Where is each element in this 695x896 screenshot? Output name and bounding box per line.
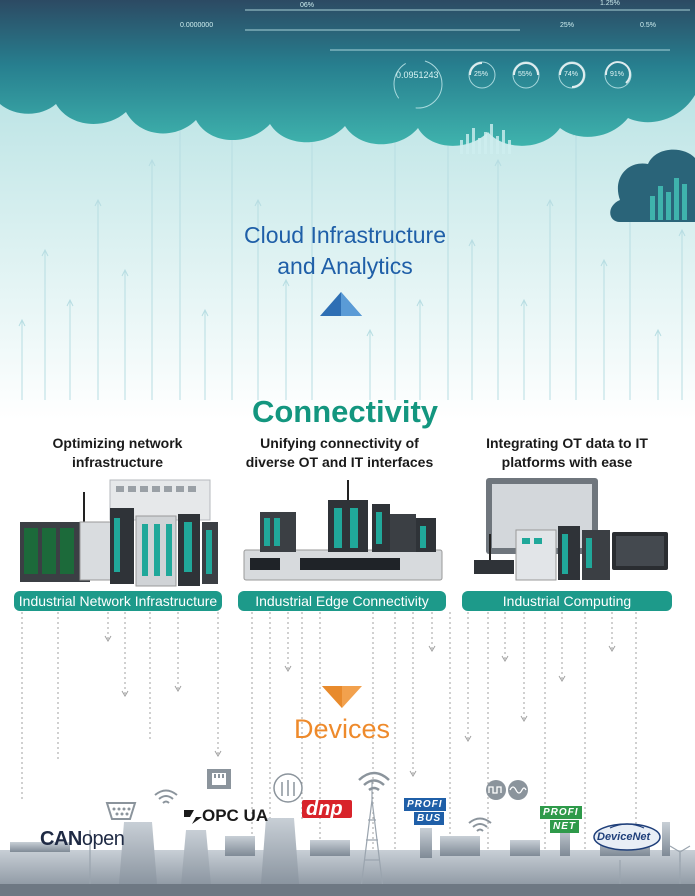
hud-row-label-1: 06% bbox=[300, 2, 315, 9]
profinet-logo: PROFI NET bbox=[536, 806, 596, 836]
wifi-signal-icon bbox=[358, 771, 390, 792]
dnp-logo-text: dnp bbox=[306, 798, 343, 820]
canopen-logo-can: CAN bbox=[40, 828, 82, 850]
cloud-title: Cloud Infrastructure and Analytics bbox=[180, 220, 510, 282]
column-header-network: Optimizing network infrastructure bbox=[20, 434, 215, 472]
category-bar-edge: Industrial Edge Connectivity bbox=[238, 591, 446, 611]
hud-gauge-3: 74% bbox=[564, 71, 579, 78]
ethernet-port-icon bbox=[207, 769, 231, 789]
canopen-logo: CANopen bbox=[40, 828, 125, 851]
connectivity-title: Connectivity bbox=[251, 394, 439, 429]
column-header-computing: Integrating OT data to IT platforms with… bbox=[462, 434, 672, 472]
hud-gauge-4: 91% bbox=[610, 71, 625, 78]
upward-arrows bbox=[18, 40, 686, 400]
cloud-title-line1: Cloud Infrastructure bbox=[244, 222, 446, 248]
devicenet-globe-icon bbox=[593, 823, 661, 851]
column-header-computing-line2: platforms with ease bbox=[501, 454, 633, 470]
profinet-logo-top: PROFI bbox=[540, 806, 582, 819]
devicenet-logo-text: DeviceNet bbox=[597, 831, 651, 843]
wifi-icon bbox=[154, 789, 178, 804]
cloud-shape bbox=[0, 0, 695, 222]
devicenet-logo: DeviceNet bbox=[592, 822, 662, 852]
hud-decoration bbox=[245, 9, 690, 109]
hud-row-label-4: 25% bbox=[560, 22, 575, 29]
profinet-logo-bottom: NET bbox=[550, 820, 579, 833]
opcua-logo-text: OPC UA bbox=[202, 806, 269, 825]
column-header-edge: Unifying connectivity of diverse OT and … bbox=[232, 434, 447, 472]
profibus-logo-bottom: BUS bbox=[414, 812, 445, 825]
devices-title: Devices bbox=[293, 714, 391, 744]
hud-gauge-2: 55% bbox=[518, 71, 533, 78]
cloud-title-line2: and Analytics bbox=[277, 253, 413, 279]
wifi-icon-2 bbox=[468, 817, 492, 832]
column-header-network-line1: Optimizing network bbox=[52, 435, 183, 451]
column-header-computing-line1: Integrating OT data to IT bbox=[486, 435, 648, 451]
hud-gauge-1: 25% bbox=[474, 71, 489, 78]
antenna-icon bbox=[273, 773, 303, 803]
hud-readout: 0.0951243 bbox=[396, 70, 439, 80]
opcua-mark-icon bbox=[184, 810, 202, 824]
profibus-logo-top: PROFI bbox=[404, 798, 446, 811]
column-header-edge-line1: Unifying connectivity of bbox=[260, 435, 419, 451]
dnp-logo-backdrop-icon bbox=[302, 800, 352, 818]
signal-wave-icon bbox=[486, 780, 528, 800]
computing-devices-image bbox=[474, 478, 668, 581]
hud-row-label-3: 0.0000000 bbox=[180, 22, 214, 29]
network-devices-image bbox=[20, 479, 218, 587]
canopen-logo-open: open bbox=[81, 828, 125, 850]
category-bar-computing: Industrial Computing bbox=[462, 591, 672, 611]
profibus-logo: PROFI BUS bbox=[400, 798, 460, 828]
serial-port-icon bbox=[105, 802, 137, 820]
down-arrows bbox=[21, 612, 637, 880]
hud-row-label-2: 1.25% bbox=[600, 0, 620, 7]
column-header-network-line2: infrastructure bbox=[71, 454, 164, 470]
column-header-edge-line2: diverse OT and IT interfaces bbox=[245, 454, 434, 470]
category-bar-network: Industrial Network Infrastructure bbox=[14, 591, 222, 611]
hud-row-label-5: 0.5% bbox=[640, 22, 656, 29]
dnp-logo: dnp bbox=[302, 796, 352, 822]
edge-devices-image bbox=[243, 480, 443, 581]
